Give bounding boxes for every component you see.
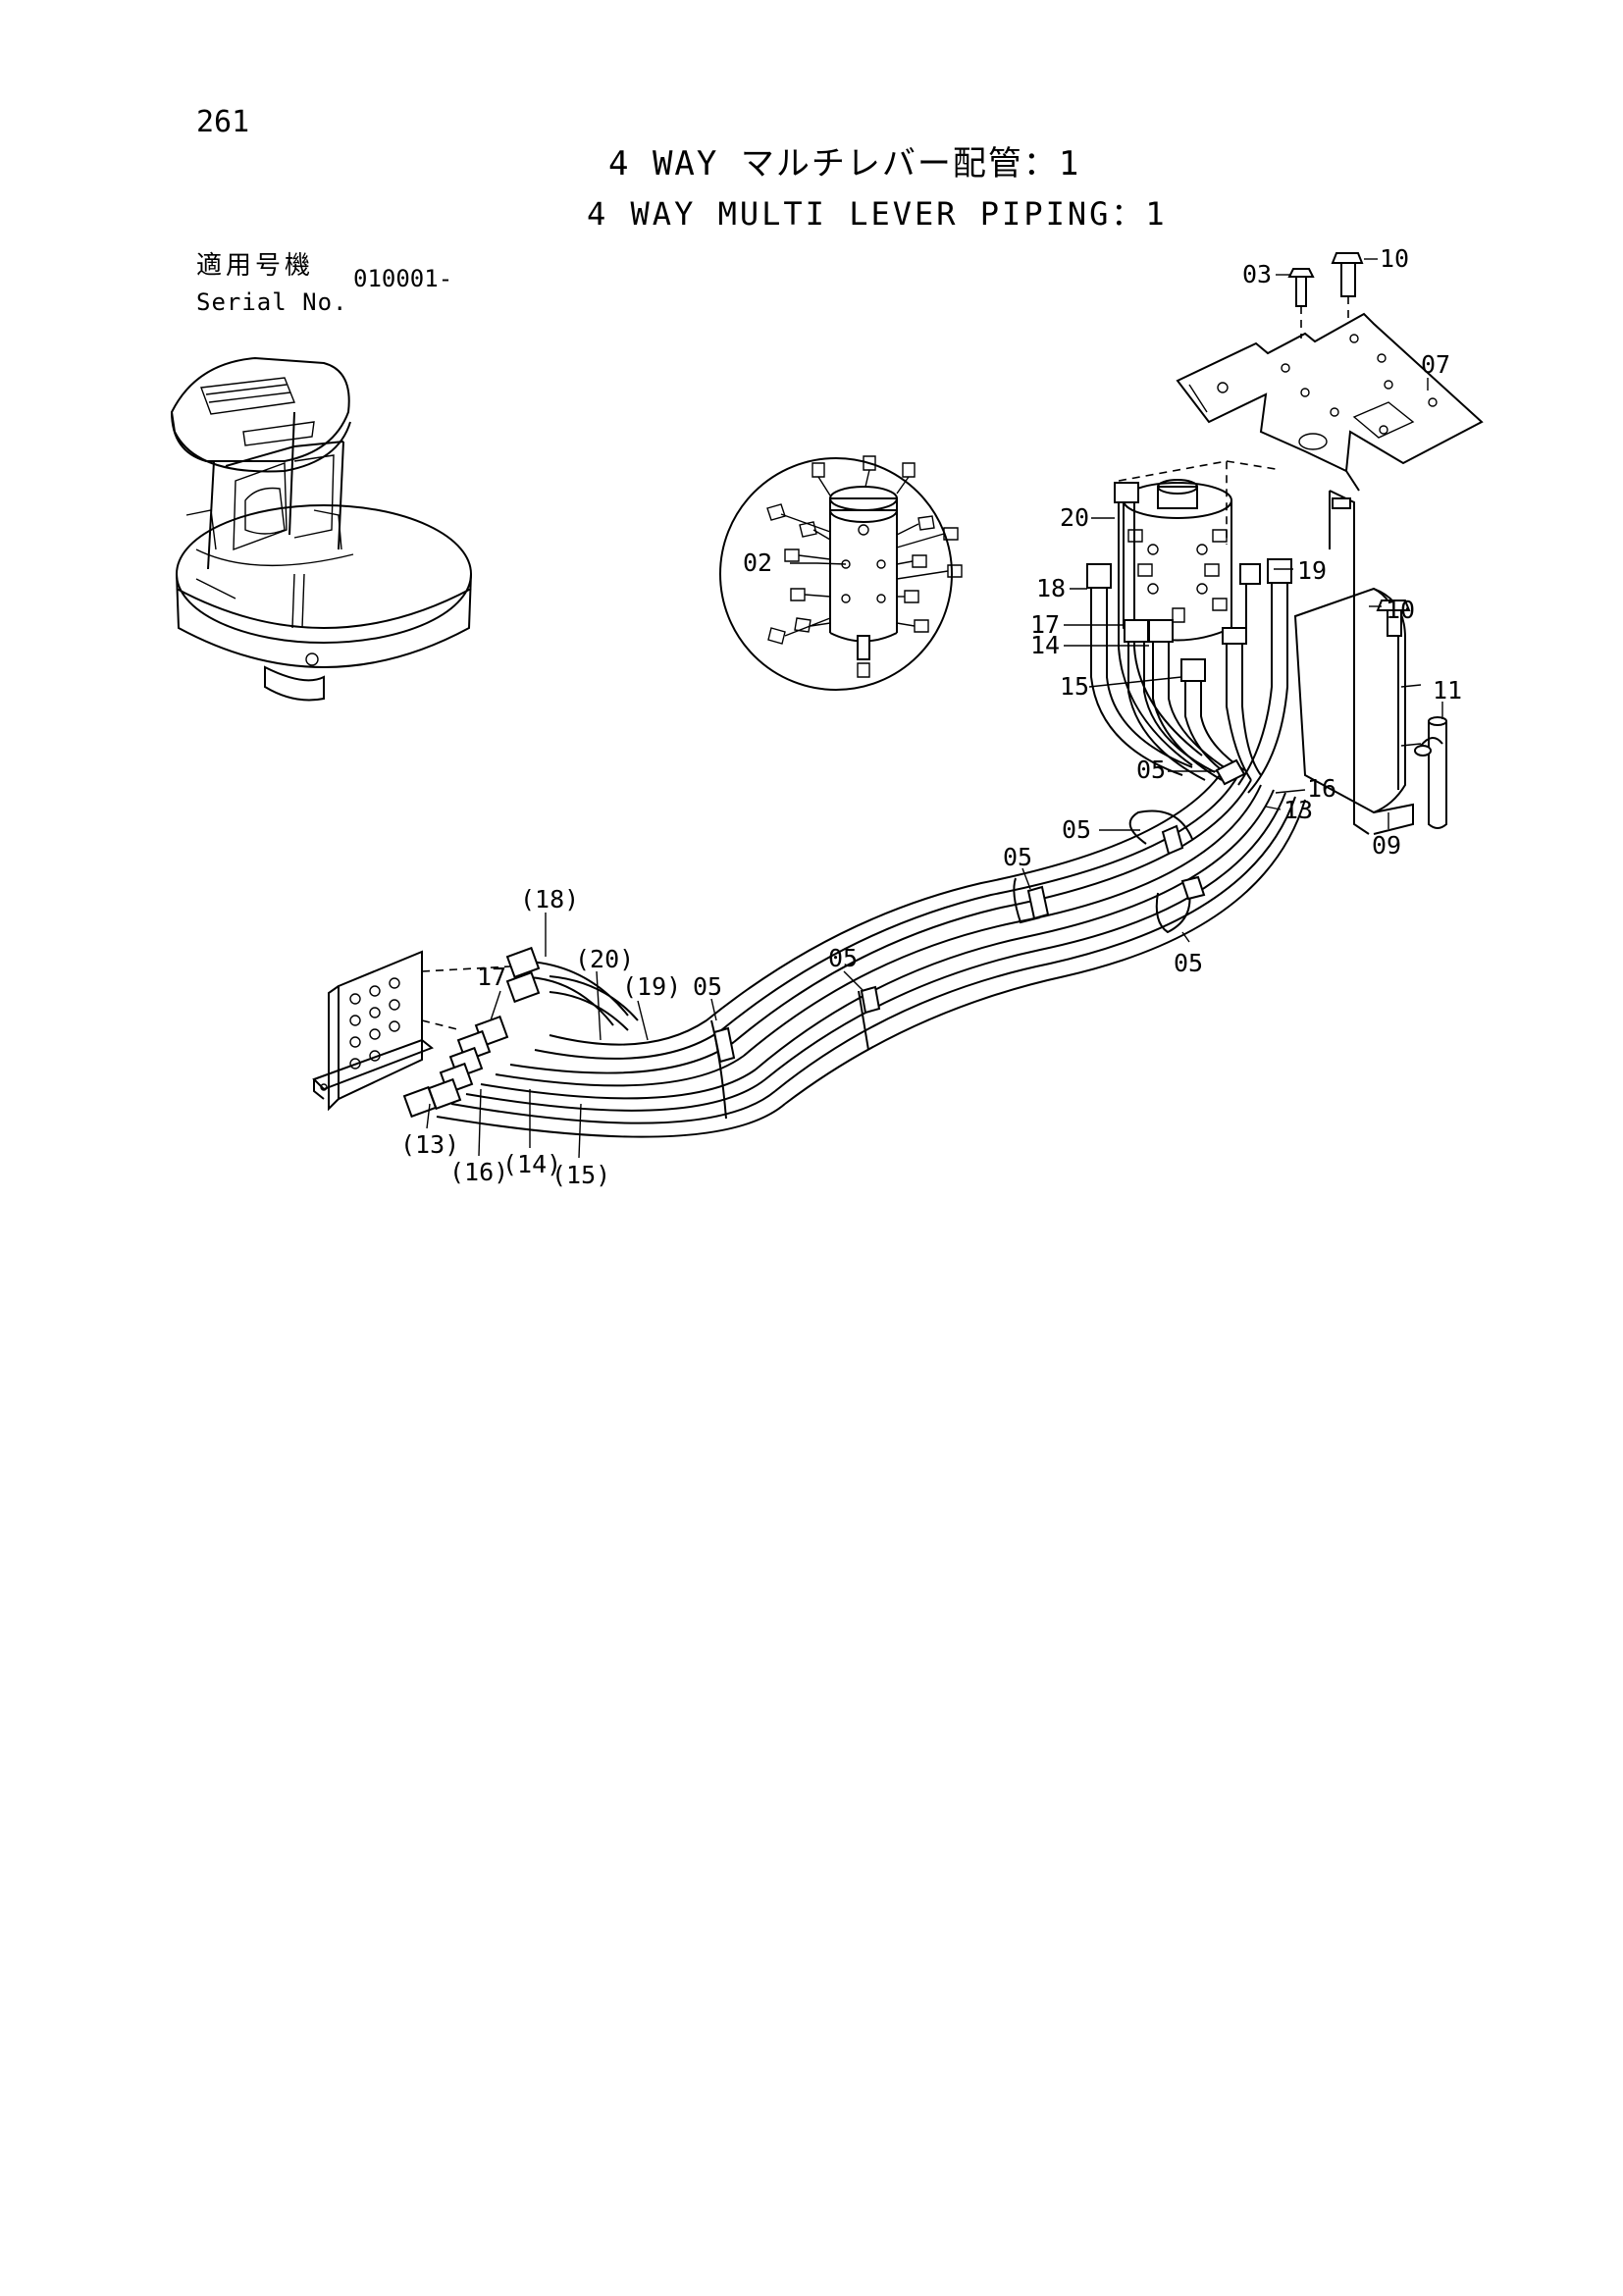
- callout-05-e: 05: [828, 944, 858, 972]
- hoses-upper: [1086, 482, 1292, 794]
- callout-09: 09: [1372, 831, 1401, 860]
- callout-07: 07: [1421, 350, 1450, 379]
- callout-05-d: 05: [1174, 949, 1203, 977]
- leader-lines: [426, 258, 1443, 1159]
- callout-20: 20: [1060, 503, 1089, 532]
- callout-05-a: 05: [1136, 756, 1166, 784]
- callout-05-f: 05: [693, 972, 722, 1001]
- bolt-10-top: [1331, 252, 1364, 324]
- callout-02: 02: [743, 548, 772, 577]
- callout-15: 15: [1060, 672, 1089, 701]
- swivel-detail-circle: [719, 455, 963, 691]
- hose-bundle: [436, 764, 1306, 1138]
- callout-05-c: 05: [1003, 843, 1032, 871]
- bolt-03: [1287, 268, 1315, 339]
- pin-11: [1414, 716, 1447, 829]
- callout-10-mid: 10: [1386, 596, 1415, 624]
- callout-labels: 03 10 07 02 20 19 18 17 14 15 10 11 05 1…: [400, 244, 1462, 1189]
- page-number: 261: [196, 105, 250, 139]
- callout-17: 17: [1030, 610, 1060, 639]
- callout-16: 16: [1307, 774, 1336, 803]
- callout-paren-16: (16): [449, 1158, 508, 1186]
- bolt-10-mid: [1376, 600, 1411, 637]
- clamps-05: [710, 758, 1246, 1120]
- callout-paren-18: (18): [520, 885, 579, 913]
- callout-paren-14: (14): [502, 1150, 561, 1178]
- callout-17-left: 17: [477, 963, 506, 991]
- upright-bracket: [1329, 490, 1370, 835]
- callout-paren-20: (20): [575, 945, 634, 973]
- hose-end-fittings: [402, 946, 541, 1119]
- callout-05-b: 05: [1062, 815, 1091, 844]
- serial-label-japanese: 適用号機: [196, 251, 315, 281]
- callout-03: 03: [1242, 260, 1272, 288]
- callout-18: 18: [1036, 574, 1066, 602]
- callout-13: 13: [1283, 796, 1313, 824]
- callout-paren-15: (15): [551, 1161, 610, 1189]
- valve-block-left: [312, 950, 511, 1112]
- callout-paren-13: (13): [400, 1130, 459, 1159]
- callout-14: 14: [1030, 631, 1060, 659]
- serial-label-english: Serial No.: [196, 288, 348, 316]
- swivel-joint: [1118, 460, 1277, 642]
- callout-19: 19: [1297, 556, 1327, 585]
- serial-number-value: 010001-: [353, 265, 453, 292]
- excavator-illustration: [170, 356, 472, 702]
- page-title-english: 4 WAY MULTI LEVER PIPING：1: [587, 195, 1168, 233]
- callout-paren-19: (19): [622, 972, 681, 1001]
- page-title-japanese: 4 WAY マルチレバー配管：1: [608, 144, 1081, 183]
- callout-10-top: 10: [1380, 244, 1409, 273]
- bracket-plate: [1176, 312, 1484, 492]
- callout-11: 11: [1433, 676, 1462, 704]
